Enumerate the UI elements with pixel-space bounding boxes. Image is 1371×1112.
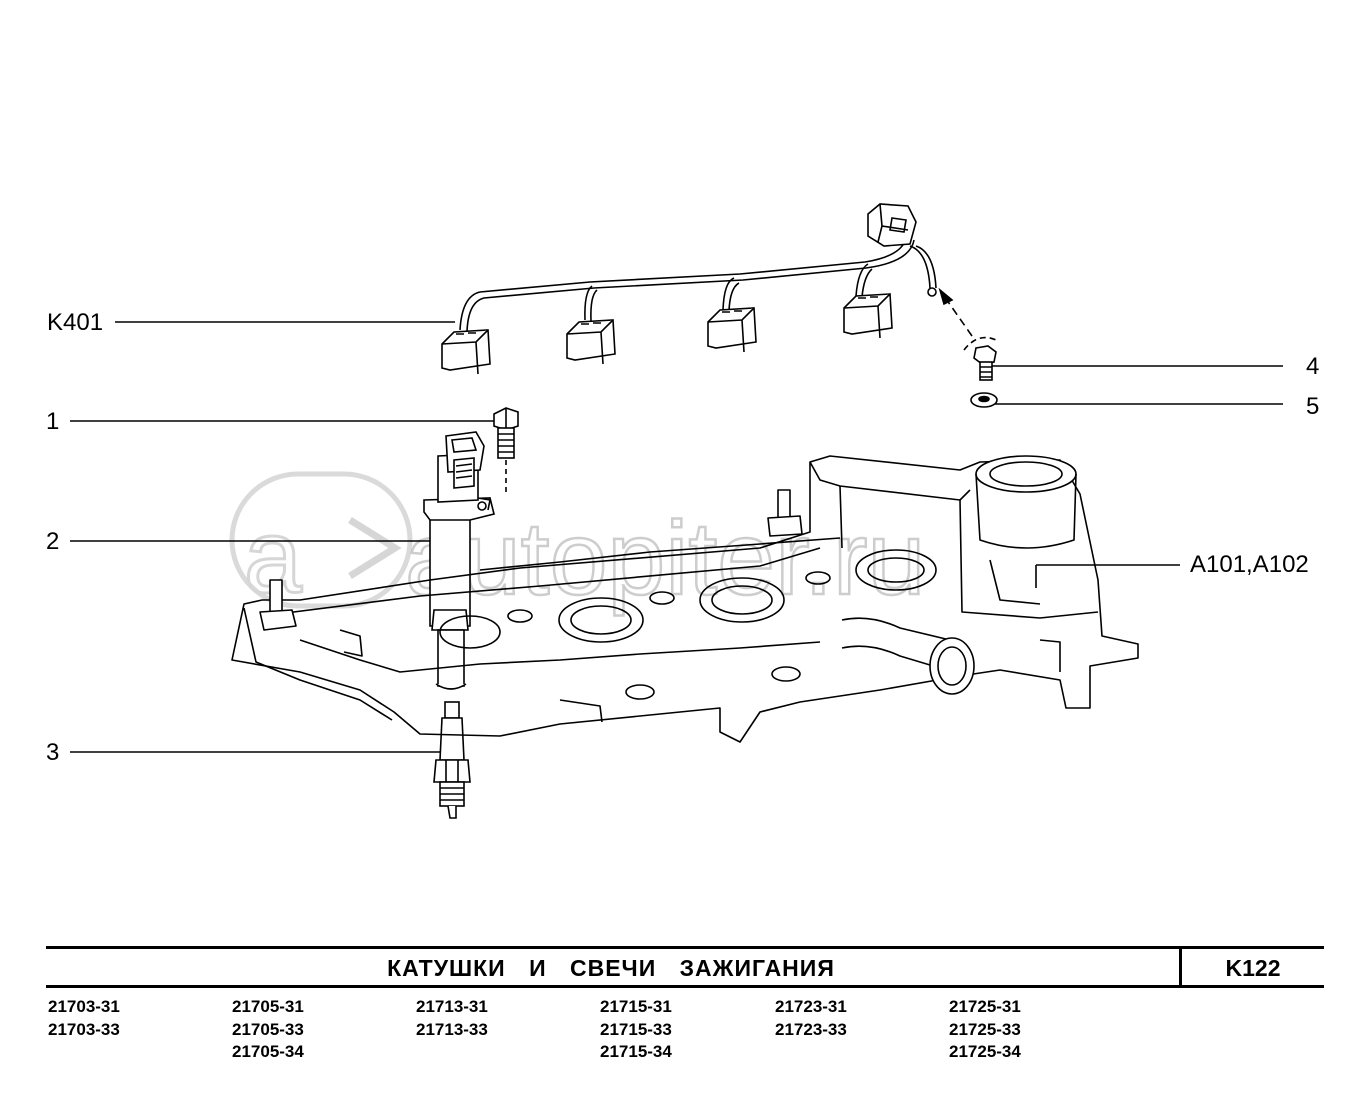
model-column: 21703-31 21703-33 (48, 996, 120, 1041)
model-column: 21725-31 21725-33 21725-34 (949, 996, 1021, 1064)
callout-5: 5 (1306, 393, 1320, 420)
title-bar: КАТУШКИ И СВЕЧИ ЗАЖИГАНИЯ K122 (46, 946, 1324, 988)
harness-main-connector (867, 203, 917, 247)
model-code: 21715-33 (600, 1019, 672, 1039)
model-code: 21705-31 (232, 997, 304, 1016)
model-code: 21715-34 (600, 1042, 672, 1061)
model-code: 21705-34 (232, 1042, 304, 1061)
assembly-arrow (938, 287, 997, 351)
model-code: 21725-31 (949, 997, 1021, 1016)
model-column: 21705-31 21705-33 21705-34 (232, 996, 304, 1064)
spark-plug-3 (433, 701, 471, 819)
model-code: 21723-31 (775, 997, 847, 1016)
callout-3: 3 (46, 739, 60, 766)
model-code: 21715-31 (600, 997, 672, 1016)
watermark-text: autopiter.ru (405, 501, 925, 617)
washer-5 (970, 392, 998, 408)
wiring-harness (459, 237, 937, 333)
model-column: 21713-31 21713-33 (416, 996, 488, 1041)
model-code: 21723-33 (775, 1019, 847, 1039)
bolt-4 (973, 345, 997, 381)
callout-1: 1 (46, 408, 60, 435)
page-title: КАТУШКИ И СВЕЧИ ЗАЖИГАНИЯ (387, 955, 835, 981)
ignition-parts-diagram: a autopiter.ru (70, 203, 1283, 819)
watermark-logo: a (229, 471, 413, 617)
model-code: 21703-31 (48, 997, 120, 1016)
callout-a101-a102: A101,A102 (1190, 551, 1309, 578)
model-list: 21703-31 21703-33 21705-31 21705-33 2170… (0, 996, 1371, 1076)
ignition-coil-2 (423, 431, 495, 690)
callout-2: 2 (46, 528, 60, 555)
model-code: 21725-34 (949, 1042, 1021, 1061)
model-code: 21713-33 (416, 1019, 488, 1039)
ignition-wire-run (479, 537, 841, 571)
model-code: 21703-33 (48, 1019, 120, 1039)
bolt-1 (493, 407, 519, 492)
callout-4: 4 (1306, 353, 1320, 380)
harness-coil-connectors (441, 293, 893, 375)
model-code: 21725-33 (949, 1019, 1021, 1039)
model-code: 21713-31 (416, 997, 488, 1016)
title-divider (1179, 949, 1182, 985)
model-column: 21715-31 21715-33 21715-34 (600, 996, 672, 1064)
cylinder-head-cover (231, 455, 1139, 743)
callout-k401: K401 (47, 309, 104, 336)
page-code: K122 (1225, 955, 1281, 981)
leader-lines (70, 321, 1283, 753)
model-code: 21705-33 (232, 1019, 304, 1039)
model-column: 21723-31 21723-33 (775, 996, 847, 1041)
